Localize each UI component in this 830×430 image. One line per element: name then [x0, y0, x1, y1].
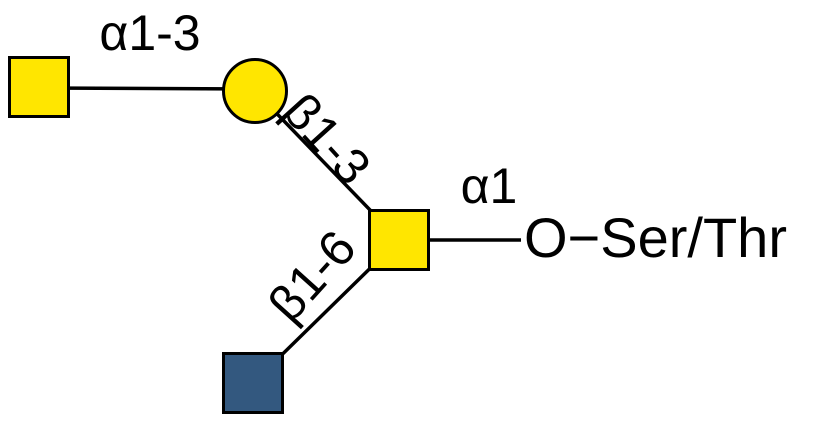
- linkage-label-alpha1-3: α1-3: [99, 5, 201, 61]
- terminal-yellow-square-node: [8, 56, 70, 118]
- yellow-circle-node: [222, 58, 288, 124]
- linkage-label-alpha1: α1: [460, 158, 518, 214]
- blue-square-node: [222, 352, 284, 414]
- core-yellow-square-node: [368, 209, 430, 271]
- bond-alpha1-3: [38, 86, 256, 91]
- attachment-ser-thr-label: O−Ser/Thr: [524, 205, 787, 269]
